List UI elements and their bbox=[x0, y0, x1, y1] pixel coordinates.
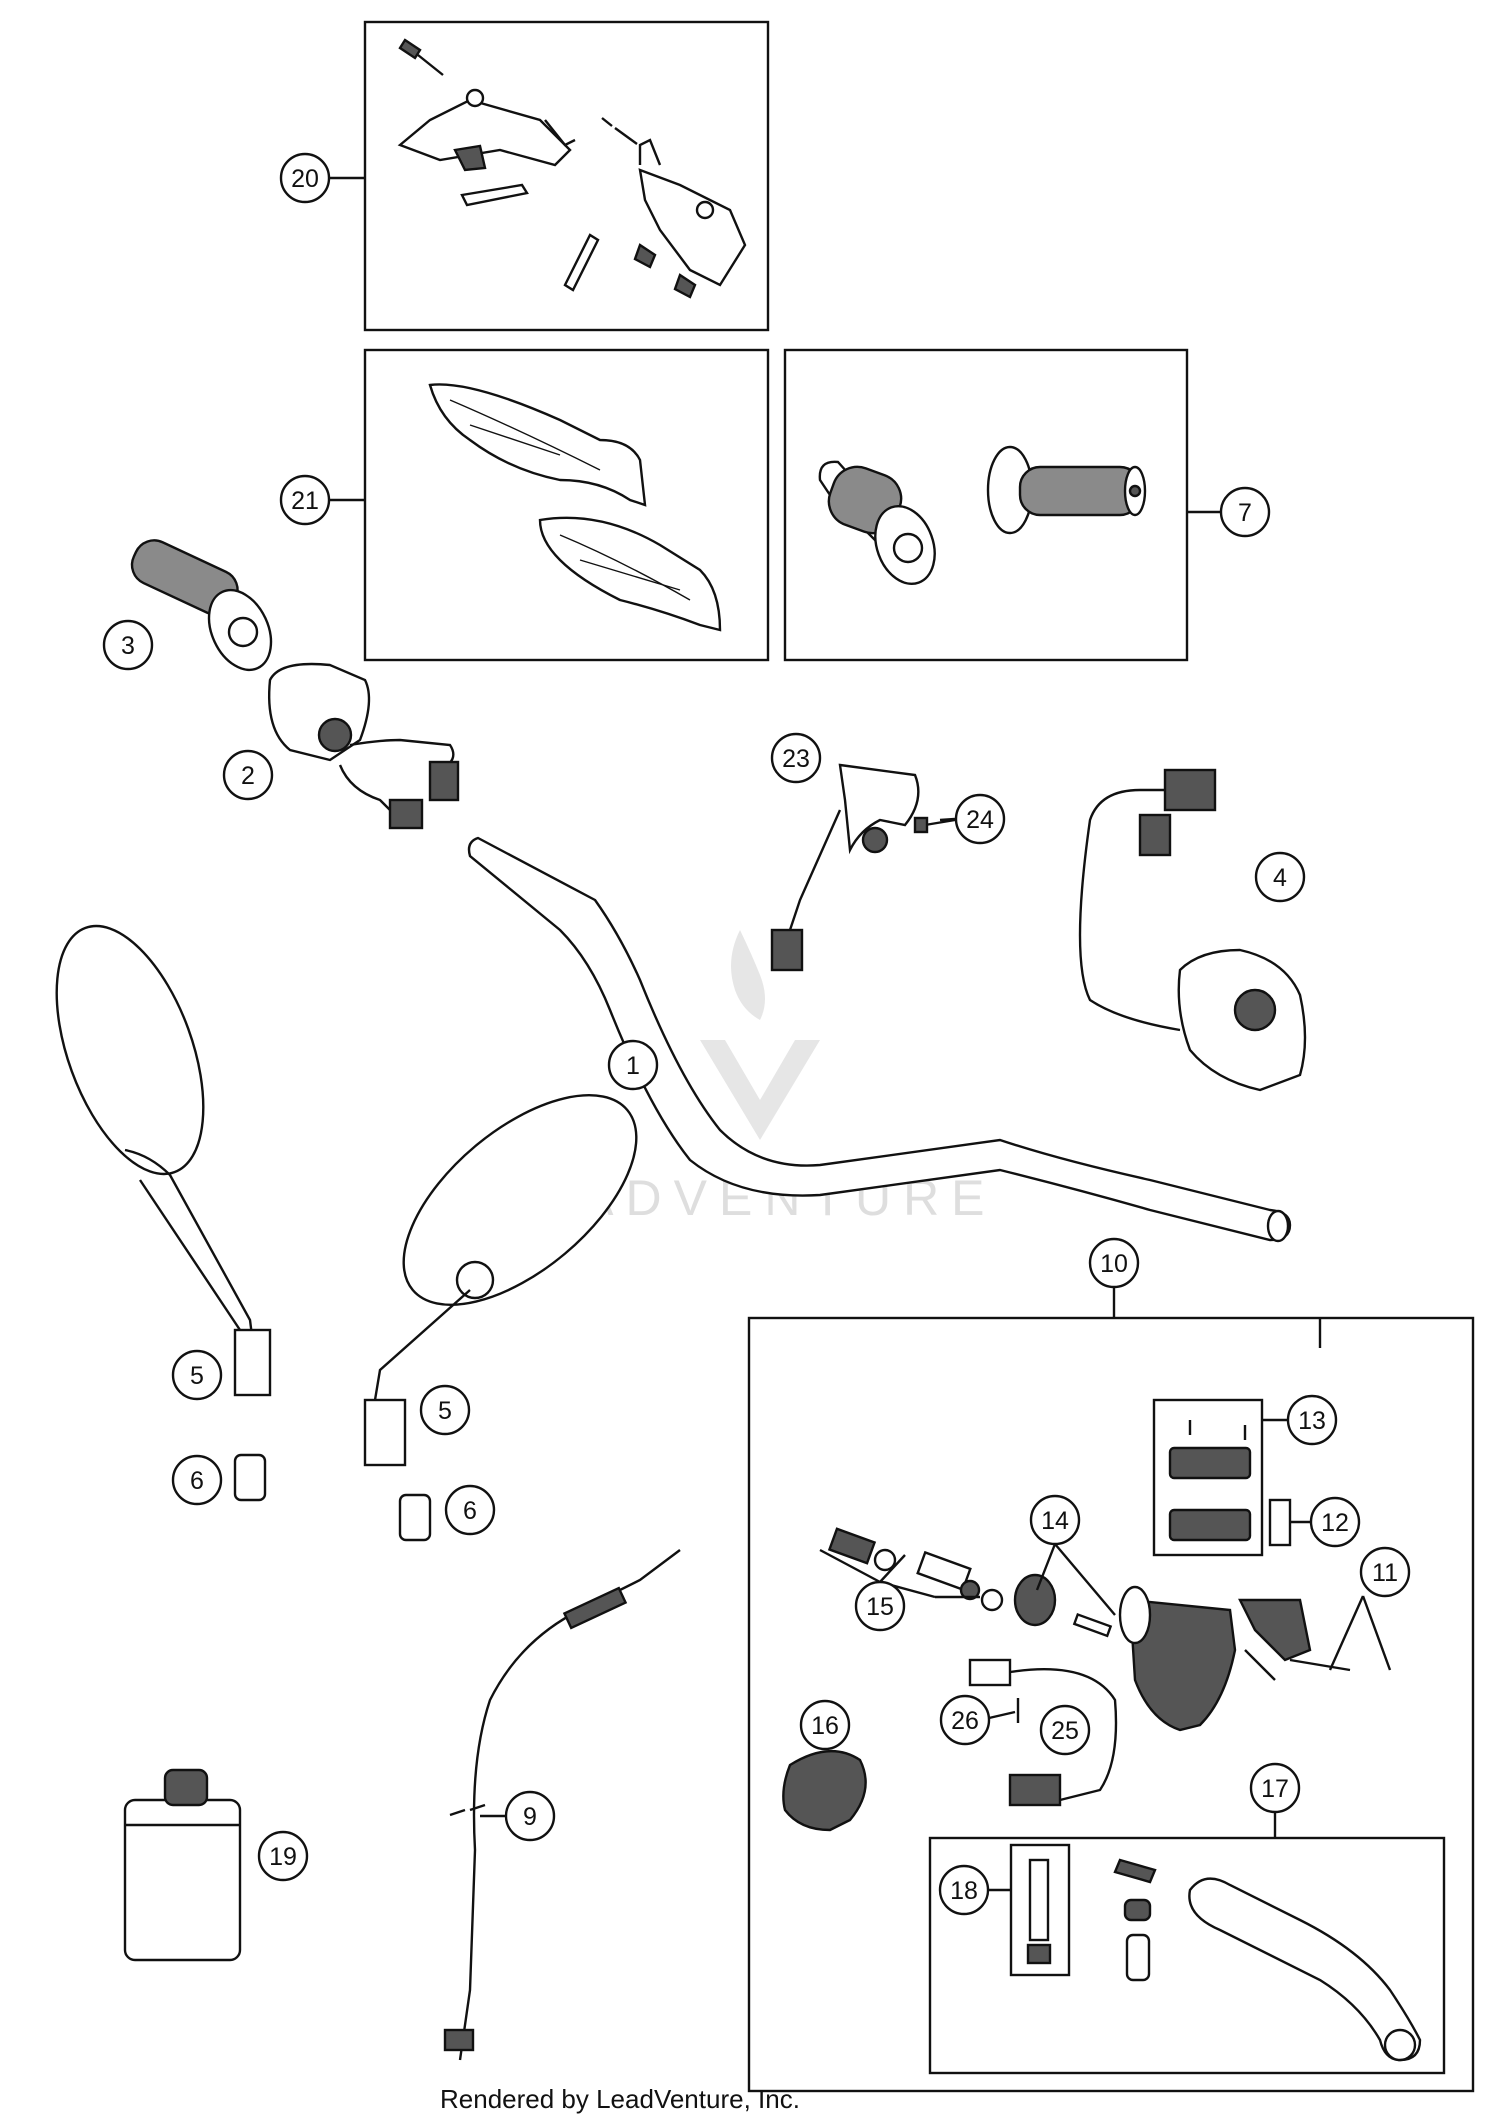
box-21 bbox=[363, 348, 770, 662]
part-6-adapter-left bbox=[233, 1453, 267, 1502]
part-4-switch-with-cable bbox=[1078, 768, 1307, 1092]
callout-6-left[interactable]: 6 bbox=[171, 1454, 223, 1506]
svg-text:17: 17 bbox=[1261, 1775, 1289, 1803]
callout-18[interactable]: 18 bbox=[938, 1864, 990, 1916]
svg-text:11: 11 bbox=[1372, 1559, 1398, 1587]
svg-text:10: 10 bbox=[1100, 1250, 1128, 1278]
callout-25[interactable]: 25 bbox=[1039, 1704, 1091, 1756]
callout-11[interactable]: 11 bbox=[1359, 1546, 1411, 1598]
part-7-grips bbox=[818, 445, 1147, 585]
svg-text:5: 5 bbox=[190, 1362, 204, 1390]
callout-21[interactable]: 21 bbox=[279, 474, 331, 526]
callout-1[interactable]: 1 bbox=[607, 1039, 659, 1091]
svg-text:2: 2 bbox=[241, 762, 255, 790]
svg-text:4: 4 bbox=[1273, 864, 1287, 892]
part-18-pivot-bolt bbox=[1026, 1858, 1052, 1965]
callout-2[interactable]: 2 bbox=[222, 749, 274, 801]
svg-text:25: 25 bbox=[1051, 1717, 1079, 1745]
svg-text:9: 9 bbox=[523, 1803, 537, 1831]
svg-text:23: 23 bbox=[782, 745, 810, 773]
box-20 bbox=[363, 20, 770, 332]
part-14-seal-kit bbox=[1013, 1573, 1113, 1638]
part-23-switch bbox=[770, 763, 920, 972]
part-21-hand-guards bbox=[428, 383, 722, 632]
part-13-reservoir-cover bbox=[1168, 1420, 1252, 1542]
svg-text:6: 6 bbox=[190, 1467, 204, 1495]
part-9-clutch-cable bbox=[443, 1549, 681, 2061]
callout-5-right[interactable]: 5 bbox=[419, 1384, 471, 1436]
callout-24[interactable]: 24 bbox=[954, 793, 1006, 845]
callout-3[interactable]: 3 bbox=[102, 619, 154, 671]
callout-26[interactable]: 26 bbox=[939, 1694, 991, 1746]
master-cylinder bbox=[1118, 1585, 1312, 1732]
part-6-adapter-right bbox=[398, 1493, 432, 1542]
svg-text:13: 13 bbox=[1298, 1407, 1326, 1435]
callout-12[interactable]: 12 bbox=[1309, 1496, 1361, 1548]
callout-16[interactable]: 16 bbox=[799, 1699, 851, 1751]
callout-9[interactable]: 9 bbox=[504, 1790, 556, 1842]
svg-text:7: 7 bbox=[1238, 499, 1252, 527]
svg-text:1: 1 bbox=[626, 1052, 640, 1080]
svg-text:12: 12 bbox=[1321, 1509, 1349, 1537]
svg-text:14: 14 bbox=[1041, 1507, 1069, 1535]
callout-4[interactable]: 4 bbox=[1254, 851, 1306, 903]
part-25-brake-switch bbox=[968, 1658, 1118, 1807]
svg-text:3: 3 bbox=[121, 632, 135, 660]
part-3-grip bbox=[130, 539, 273, 672]
svg-text:20: 20 bbox=[291, 165, 319, 193]
svg-text:24: 24 bbox=[966, 806, 994, 834]
part-19-fluid-bottle bbox=[123, 1768, 242, 1962]
box-13 bbox=[1152, 1398, 1264, 1557]
callout-19[interactable]: 19 bbox=[257, 1830, 309, 1882]
callout-15[interactable]: 15 bbox=[854, 1580, 906, 1632]
callout-20[interactable]: 20 bbox=[279, 152, 331, 204]
callout-7[interactable]: 7 bbox=[1219, 486, 1271, 538]
svg-text:5: 5 bbox=[438, 1397, 452, 1425]
part-5-mirror-left bbox=[55, 924, 272, 1397]
svg-text:18: 18 bbox=[950, 1877, 978, 1905]
box-7 bbox=[783, 348, 1189, 662]
callout-17[interactable]: 17 bbox=[1249, 1762, 1301, 1814]
svg-text:16: 16 bbox=[811, 1712, 839, 1740]
part-11-pin bbox=[1289, 1658, 1351, 1672]
svg-text:15: 15 bbox=[866, 1593, 894, 1621]
callout-10[interactable]: 10 bbox=[1088, 1237, 1140, 1289]
box-17 bbox=[928, 1836, 1446, 2075]
part-2-throttle-housing bbox=[268, 662, 460, 830]
svg-text:21: 21 bbox=[291, 487, 319, 515]
callout-6-right[interactable]: 6 bbox=[444, 1484, 496, 1536]
svg-text:6: 6 bbox=[463, 1497, 477, 1525]
svg-text:19: 19 bbox=[269, 1843, 297, 1871]
part-15-piston-kit bbox=[827, 1527, 1004, 1612]
part-24-screw bbox=[913, 816, 956, 834]
box-10 bbox=[747, 1316, 1475, 2093]
callout-23[interactable]: 23 bbox=[770, 732, 822, 784]
callout-13[interactable]: 13 bbox=[1286, 1394, 1338, 1446]
part-5-mirror-right bbox=[363, 1094, 638, 1467]
box-18 bbox=[1009, 1843, 1071, 1977]
part-17-brake-lever bbox=[1113, 1858, 1422, 2062]
part-20-handlebar-clamps bbox=[397, 38, 747, 299]
part-12-bleed-screw bbox=[1268, 1498, 1292, 1547]
svg-text:26: 26 bbox=[951, 1707, 979, 1735]
callout-5-left[interactable]: 5 bbox=[171, 1349, 223, 1401]
part-16-cap bbox=[782, 1749, 867, 1832]
leader-26 bbox=[988, 1710, 1016, 1720]
callout-14[interactable]: 14 bbox=[1029, 1494, 1081, 1546]
footer-credit: Rendered by LeadVenture, Inc. bbox=[440, 2084, 800, 2114]
